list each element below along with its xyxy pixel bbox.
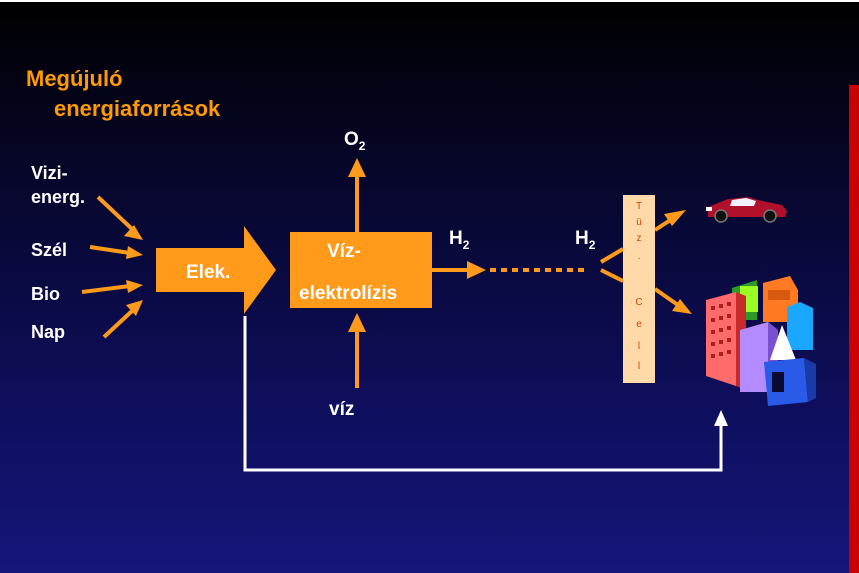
hydrogen-label-1: H2 [449, 228, 470, 252]
source-hydro-line2: energ. [31, 187, 86, 207]
hydrogen-subscript-1: 2 [462, 238, 470, 252]
fuel-cell-letter: l [637, 361, 641, 372]
city-buildings-icon [706, 276, 816, 406]
feedback-line [243, 316, 723, 472]
electrolysis-label-line1: Víz- [327, 241, 361, 262]
car-output-arrowhead [664, 210, 686, 226]
fuel-cell-letter: z [636, 233, 642, 244]
car-icon [706, 197, 787, 223]
electrolysis-label-line2: elektrolízis [299, 283, 398, 304]
source-arrowheads [124, 225, 143, 316]
fuel-cell-letter: e [636, 319, 642, 330]
fuel-cell-letter: ü [636, 217, 642, 228]
fuel-cell-fork [599, 247, 625, 283]
electrolysis-box [290, 232, 432, 308]
water-label: víz [329, 399, 355, 420]
right-accent-bar [849, 85, 859, 573]
source-arrows [81, 195, 134, 339]
hydrogen-symbol-2: H [575, 228, 589, 249]
hydrogen-label-2: H2 [575, 228, 596, 252]
hydrogen-subscript-2: 2 [588, 238, 596, 252]
fuel-cell-box: T ü z . C e l l [623, 195, 655, 383]
top-border [0, 0, 859, 2]
city-output-arrowhead [672, 299, 692, 314]
elek-label: Elek. [186, 262, 231, 283]
fuel-cell-letter: T [635, 201, 643, 212]
oxygen-arrowhead [348, 158, 366, 177]
elek-arrow [156, 226, 276, 314]
fuel-cell-outputs [653, 217, 680, 307]
fuel-cell-letter: C [635, 297, 643, 308]
feedback-arrowhead [714, 410, 728, 426]
fuel-cell-letter: l [637, 341, 641, 352]
oxygen-label: O2 [344, 129, 366, 153]
source-wind: Szél [31, 240, 68, 260]
fuel-cell-letter: . [637, 251, 641, 262]
title-line-1: Megújuló [26, 66, 123, 91]
water-arrowhead [348, 313, 366, 332]
title-line-2: energiaforrások [54, 96, 221, 121]
source-bio: Bio [31, 284, 60, 304]
hydrogen-symbol-1: H [449, 228, 463, 249]
oxygen-symbol: O [344, 129, 359, 150]
source-hydro-line1: Vizi- [31, 163, 68, 183]
oxygen-subscript: 2 [358, 139, 366, 153]
source-solar: Nap [31, 322, 66, 342]
hydrogen-arrowhead [467, 261, 486, 279]
